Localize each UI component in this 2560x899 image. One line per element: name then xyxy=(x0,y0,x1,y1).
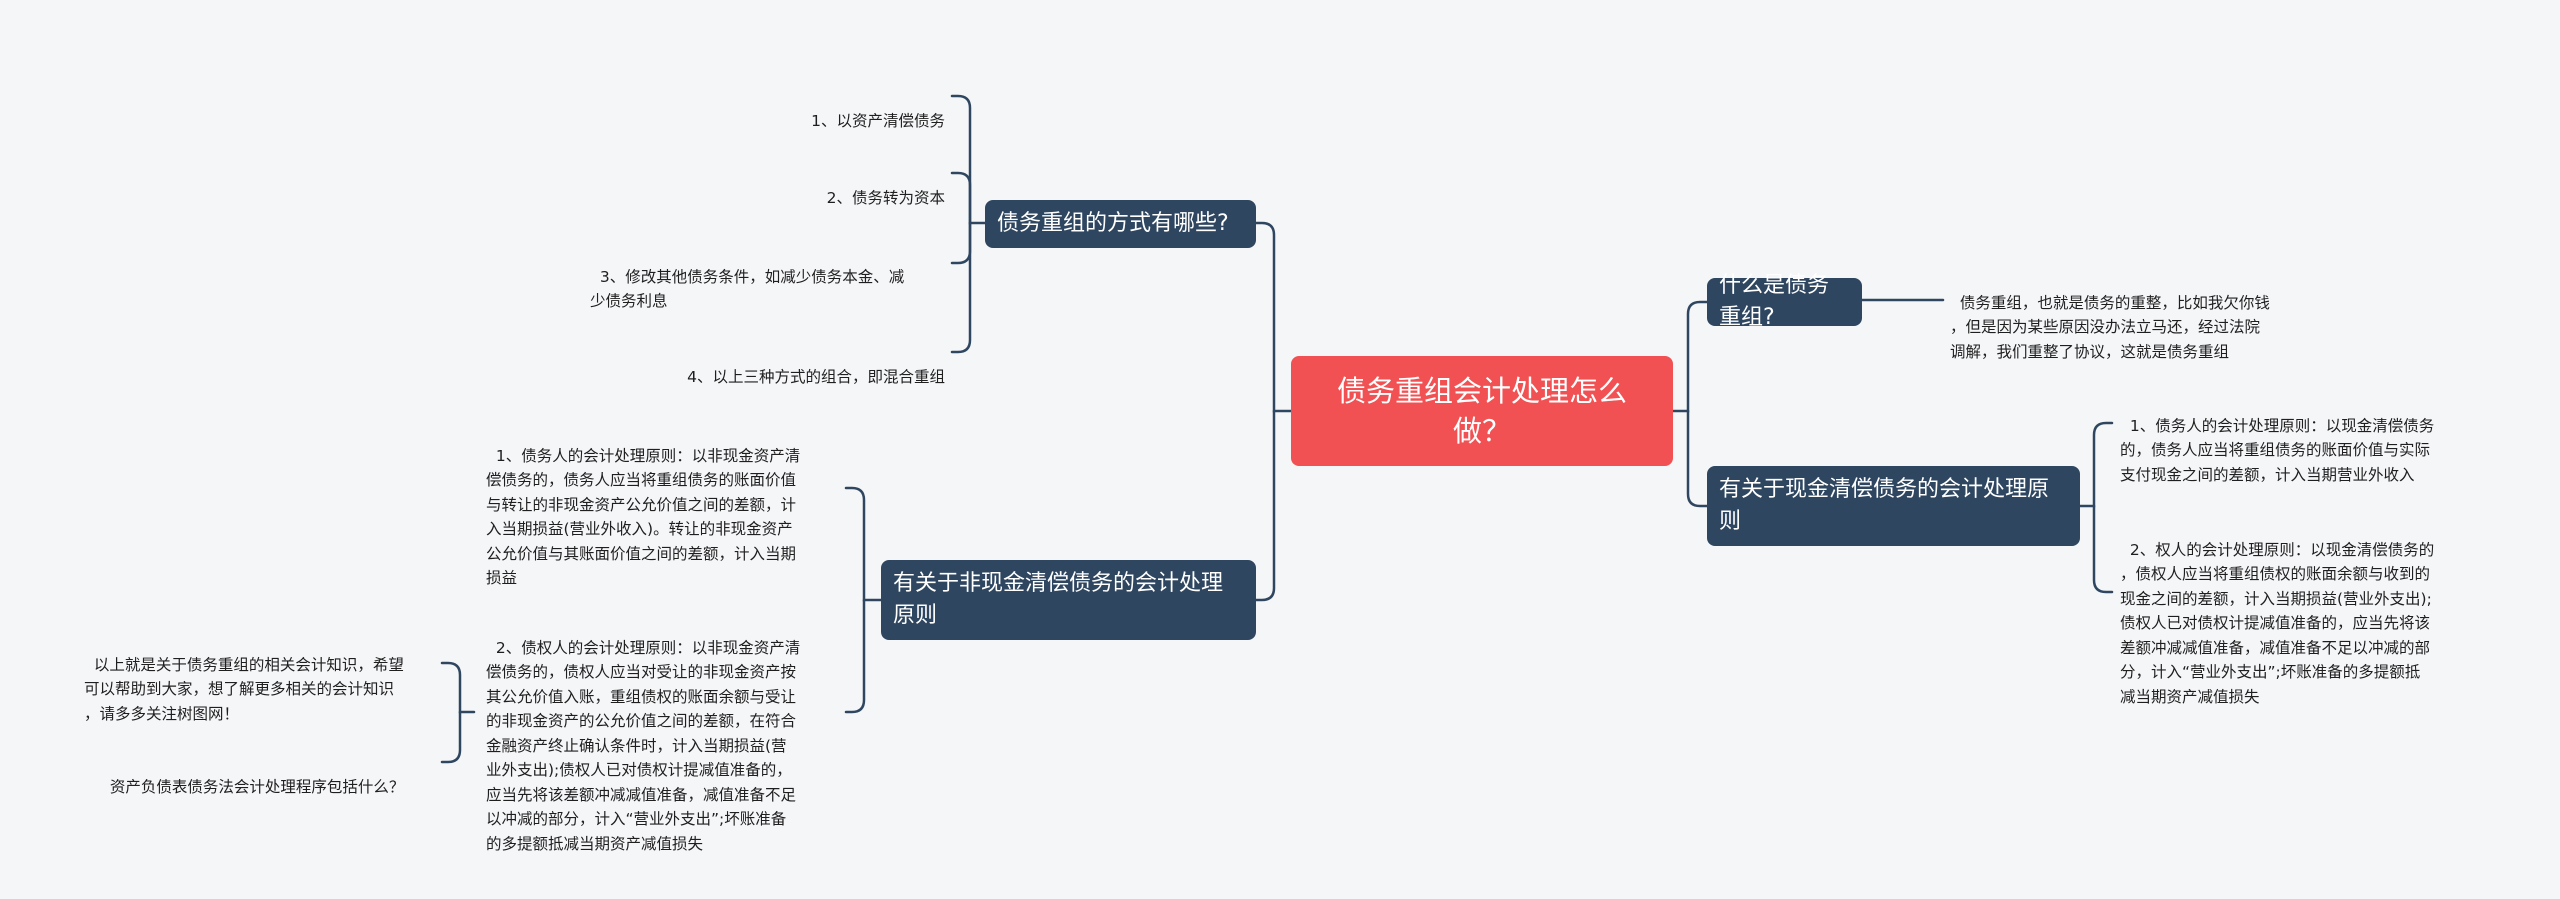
topic-label: 有关于非现金清偿债务的会计处理原则 xyxy=(893,571,1224,628)
leaf-noncash-debtor[interactable]: 1、债务人的会计处理原则：以非现金资产清 偿债务的，债务人应当将重组债务的账面价… xyxy=(486,419,846,591)
leaf-method-4[interactable]: 4、以上三种方式的组合，即混合重组 xyxy=(600,340,945,389)
leaf-text: 3、修改其他债务条件，如减少债务本金、减 少债务利息 xyxy=(590,267,905,311)
topic-label: 有关于现金清偿债务的会计处理原则 xyxy=(1719,477,2050,534)
topic-label: 什么是债务重组? xyxy=(1719,273,1830,330)
leaf-text: 债务重组，也就是债务的重整，比如我欠你钱 ，但是因为某些原因没办法立马还，经过法… xyxy=(1950,293,2270,361)
leaf-text: 1、以资产清偿债务 xyxy=(811,111,945,130)
leaf-noncash-creditor[interactable]: 2、债权人的会计处理原则：以非现金资产清 偿债务的，债权人应当对受让的非现金资产… xyxy=(486,611,846,856)
leaf-method-3[interactable]: 3、修改其他债务条件，如减少债务本金、减 少债务利息 xyxy=(590,240,950,314)
topic-cash-settlement[interactable]: 有关于现金清偿债务的会计处理原则 xyxy=(1707,466,2080,546)
leaf-method-2[interactable]: 2、债务转为资本 xyxy=(640,161,945,210)
note-text: 以上就是关于债务重组的相关会计知识，希望 可以帮助到大家，想了解更多相关的会计知… xyxy=(84,655,404,723)
note-text: 资产负债表债务法会计处理程序包括什么？ xyxy=(109,777,405,796)
root-topic-label: 债务重组会计处理怎么做？ xyxy=(1336,374,1627,448)
leaf-definition[interactable]: 债务重组，也就是债务的重整，比如我欠你钱 ，但是因为某些原因没办法立马还，经过法… xyxy=(1950,266,2330,364)
leaf-text: 1、债务人的会计处理原则：以非现金资产清 偿债务的，债务人应当将重组债务的账面价… xyxy=(486,446,801,588)
note-related-question[interactable]: 资产负债表债务法会计处理程序包括什么？ xyxy=(100,750,440,799)
topic-label: 债务重组的方式有哪些? xyxy=(997,211,1229,236)
leaf-cash-creditor[interactable]: 2、权人的会计处理原则：以现金清偿债务的 ，债权人应当将重组债权的账面余额与收到… xyxy=(2120,513,2520,709)
leaf-method-1[interactable]: 1、以资产清偿债务 xyxy=(640,84,945,133)
topic-restructuring-methods[interactable]: 债务重组的方式有哪些? xyxy=(985,200,1256,248)
leaf-text: 2、债务转为资本 xyxy=(826,188,945,207)
leaf-text: 4、以上三种方式的组合，即混合重组 xyxy=(687,367,945,386)
note-summary[interactable]: 以上就是关于债务重组的相关会计知识，希望 可以帮助到大家，想了解更多相关的会计知… xyxy=(84,628,444,726)
leaf-text: 1、债务人的会计处理原则：以现金清偿债务 的，债务人应当将重组债务的账面价值与实… xyxy=(2120,416,2435,484)
topic-what-is-debt-restructuring[interactable]: 什么是债务重组? xyxy=(1707,273,1862,330)
leaf-text: 2、权人的会计处理原则：以现金清偿债务的 ，债权人应当将重组债权的账面余额与收到… xyxy=(2120,540,2435,706)
topic-non-cash-settlement[interactable]: 有关于非现金清偿债务的会计处理原则 xyxy=(881,560,1256,640)
leaf-cash-debtor[interactable]: 1、债务人的会计处理原则：以现金清偿债务 的，债务人应当将重组债务的账面价值与实… xyxy=(2120,389,2520,487)
root-topic[interactable]: 债务重组会计处理怎么做？ xyxy=(1291,356,1673,466)
leaf-text: 2、债权人的会计处理原则：以非现金资产清 偿债务的，债权人应当对受让的非现金资产… xyxy=(486,638,801,853)
